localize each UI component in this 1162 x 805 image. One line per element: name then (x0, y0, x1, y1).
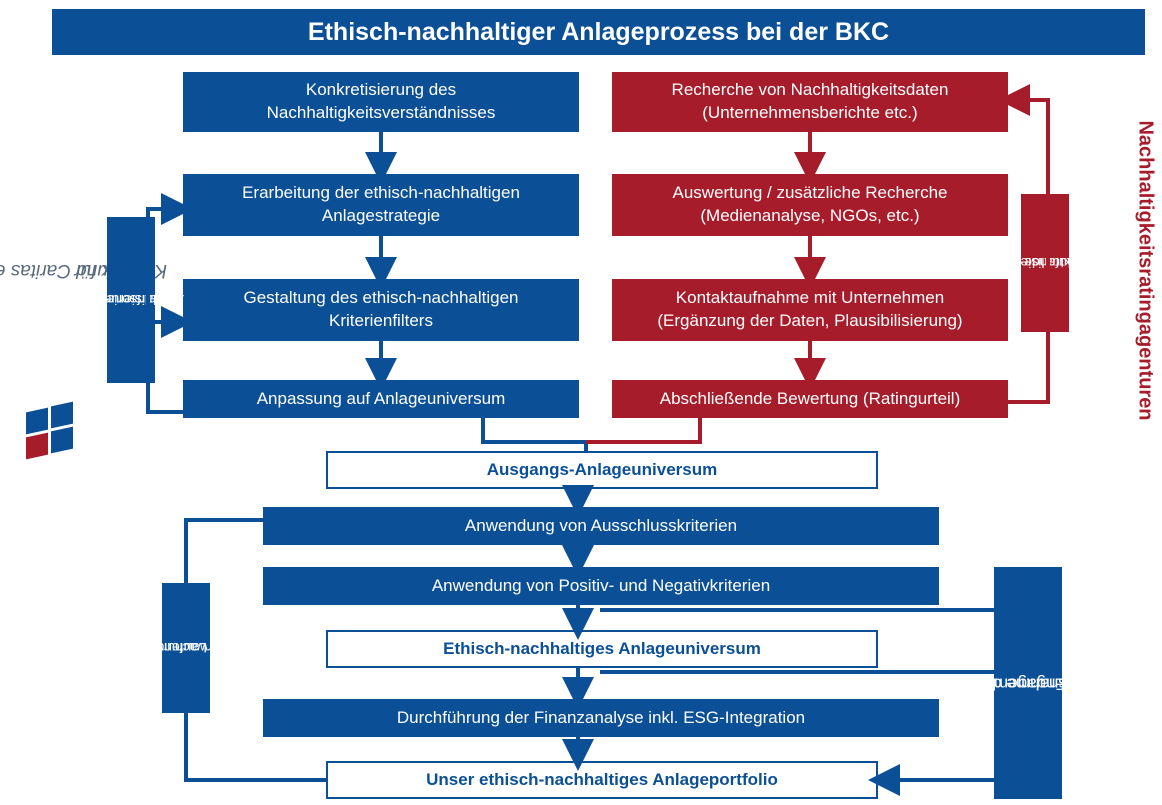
step-finanzanalyse: Durchführung der Finanzanalyse inkl. ESG… (263, 699, 939, 737)
ausgangs-anlageuniversum: Ausgangs-Anlageuniversum (326, 451, 878, 489)
loop-to-ausschluss (184, 518, 263, 583)
step-positiv-negativ: Anwendung von Positiv- und Negativkriter… (263, 567, 939, 605)
step-bewertung: Abschließende Bewertung (Ratingurteil) (612, 380, 1008, 418)
link-to-ausgangs-blue (481, 418, 588, 451)
page-title: Ethisch-nachhaltiger Anlageprozess bei d… (52, 9, 1145, 55)
step-kontaktaufnahme: Kontaktaufnahme mit Unternehmen(Ergänzun… (612, 279, 1008, 341)
loop-portfolio-up (184, 713, 326, 782)
feedback-to-erarbeitung (146, 193, 193, 414)
step-auswertung: Auswertung / zusätzliche Recherche(Medie… (612, 174, 1008, 236)
anlageportfolio: Unser ethisch-nachhaltiges Anlageportfol… (326, 761, 878, 799)
step-recherche: Recherche von Nachhaltigkeitsdaten(Unter… (612, 72, 1008, 132)
feedback-to-recherche (998, 84, 1050, 404)
ethisch-nachhaltiges-anlageuniversum: Ethisch-nachhaltiges Anlageuniversum (326, 630, 878, 668)
link-to-ausgangs-red (586, 418, 702, 444)
step-ausschlusskriterien: Anwendung von Ausschlusskriterien (263, 507, 939, 545)
